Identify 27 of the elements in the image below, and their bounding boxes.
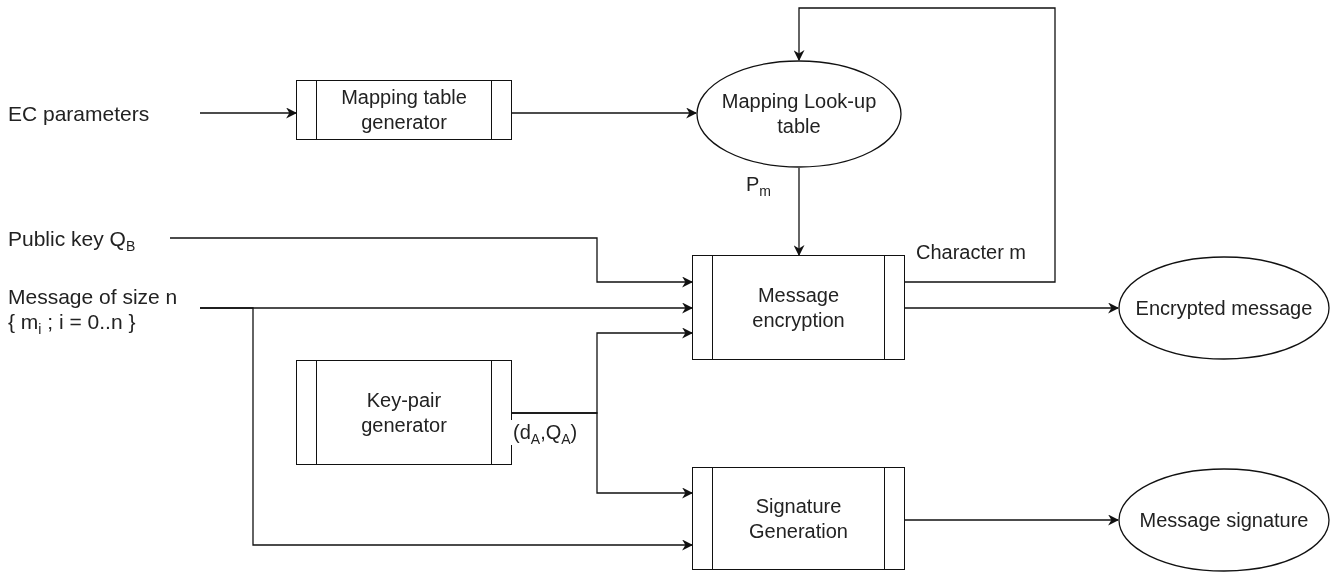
terminal-ellipse xyxy=(1118,256,1330,360)
node-text: Message of size n xyxy=(8,284,179,309)
arrow xyxy=(793,7,1056,283)
node-text: { m$_{i}$ ; i = 0..n } xyxy=(8,309,137,334)
process-box xyxy=(296,360,512,465)
arrow xyxy=(793,167,805,257)
arrow xyxy=(199,307,694,551)
arrow xyxy=(511,412,694,499)
terminal-ellipse xyxy=(696,60,902,168)
process-box xyxy=(692,467,905,570)
arrow xyxy=(199,107,298,119)
node-text: Message signature xyxy=(1139,507,1309,533)
arrow xyxy=(904,302,1120,314)
node-text: Key-pair generator xyxy=(360,387,448,438)
terminal-ellipse xyxy=(1118,468,1330,572)
node-text: Mapping table generator xyxy=(340,85,468,135)
node-text: Message encryption xyxy=(751,282,846,333)
arrow xyxy=(511,107,698,119)
node-text: EC parameters xyxy=(8,100,151,126)
node-text: Public key Q$_{B}$ xyxy=(8,225,137,251)
node-text: Mapping Look-up table xyxy=(720,89,878,139)
process-box xyxy=(296,80,512,140)
arrow xyxy=(904,514,1120,526)
node-text: Encrypted message xyxy=(1135,295,1313,321)
arrow xyxy=(169,237,694,288)
node-text: Signature Generation xyxy=(748,493,849,544)
process-box xyxy=(692,255,905,360)
